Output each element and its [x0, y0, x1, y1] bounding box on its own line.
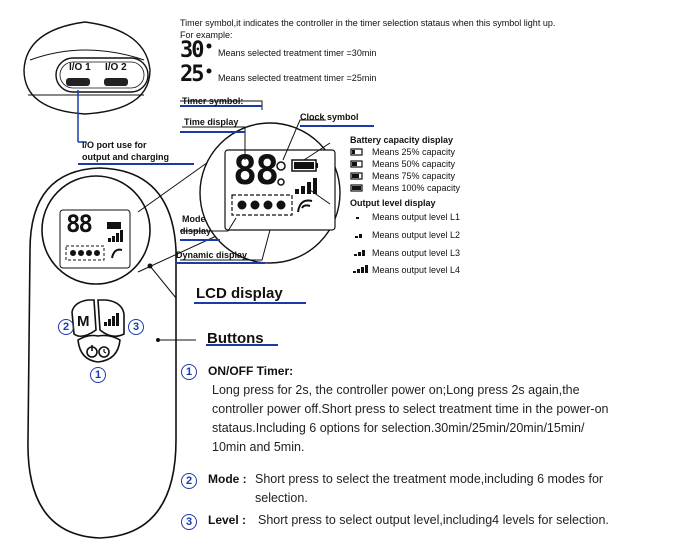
battery-level-25: Means 25% capacity — [372, 147, 456, 157]
level-title: Level : — [208, 513, 247, 527]
timer-example-30: 30 — [180, 38, 204, 63]
mode-button-glyph: M — [77, 313, 90, 330]
device-top-view — [23, 21, 151, 115]
desc-number-2: 2 — [181, 473, 197, 489]
battery-level-50: Means 50% capacity — [372, 159, 456, 169]
battery-level-75: Means 75% capacity — [372, 171, 456, 181]
button-number-1: 1 — [90, 367, 106, 383]
on-off-line1: Long press for 2s, the controller power … — [212, 383, 580, 397]
battery-icons — [350, 148, 363, 192]
output-level-icons — [353, 217, 368, 273]
clock-symbol-label: Clock symbol — [300, 112, 359, 122]
lcd-display-heading: LCD display — [196, 285, 283, 302]
on-off-line2: controller power off.Short press to sele… — [212, 402, 609, 416]
timer-intro-line2: For example: — [180, 30, 233, 40]
enlarged-lcd — [199, 122, 341, 264]
time-display-label: Time display — [184, 117, 239, 127]
level-line: Short press to select output level,inclu… — [258, 513, 609, 527]
io-port-label-line2: output and charging — [82, 152, 169, 162]
desc-number-1: 1 — [181, 364, 197, 380]
on-off-line3: stataus.Including 6 options for selectio… — [212, 421, 585, 435]
on-off-line4: 10min and 5min. — [212, 440, 305, 454]
port-2-label: I/O 2 — [105, 62, 127, 73]
output-level-l4: Means output level L4 — [372, 265, 461, 275]
desc-number-3: 3 — [181, 514, 197, 530]
button-number-2: 2 — [58, 319, 74, 335]
timer-example-30-text: Means selected treatment timer =30min — [218, 48, 377, 58]
button-number-3: 3 — [128, 319, 144, 335]
battery-level-100: Means 100% capacity — [372, 183, 461, 193]
output-level-title: Output level display — [350, 198, 436, 208]
output-level-l2: Means output level L2 — [372, 230, 461, 240]
mode-line1: Short press to select the treatment mode… — [255, 472, 604, 486]
output-level-l1: Means output level L1 — [372, 212, 461, 222]
output-level-l3: Means output level L3 — [372, 248, 461, 258]
timer-example-25: 25 — [180, 62, 204, 87]
lcd-digits-large: 88 — [233, 148, 279, 194]
port-1-label: I/O 1 — [69, 62, 91, 73]
io-port-label-line1: I/O port use for — [82, 140, 147, 150]
mode-line2: selection. — [255, 491, 308, 505]
timer-intro-line1: Timer symbol,it indicates the controller… — [180, 18, 556, 28]
timer-symbol-label: Timer symbol: — [182, 96, 244, 106]
battery-capacity-title: Battery capacity display — [350, 135, 454, 145]
on-off-title: ON/OFF Timer: — [208, 364, 294, 378]
mode-display-label-2: display — [180, 226, 212, 236]
dynamic-display-label: Dynamic display — [176, 250, 248, 260]
mode-display-label-1: Mode — [182, 214, 206, 224]
lcd-digits-small: 88 — [66, 210, 93, 238]
timer-example-25-text: Means selected treatment timer =25min — [218, 73, 377, 83]
mode-title: Mode : — [208, 472, 247, 486]
device-body — [27, 167, 177, 539]
buttons-heading: Buttons — [207, 330, 264, 347]
timer-example-icons — [206, 43, 212, 74]
